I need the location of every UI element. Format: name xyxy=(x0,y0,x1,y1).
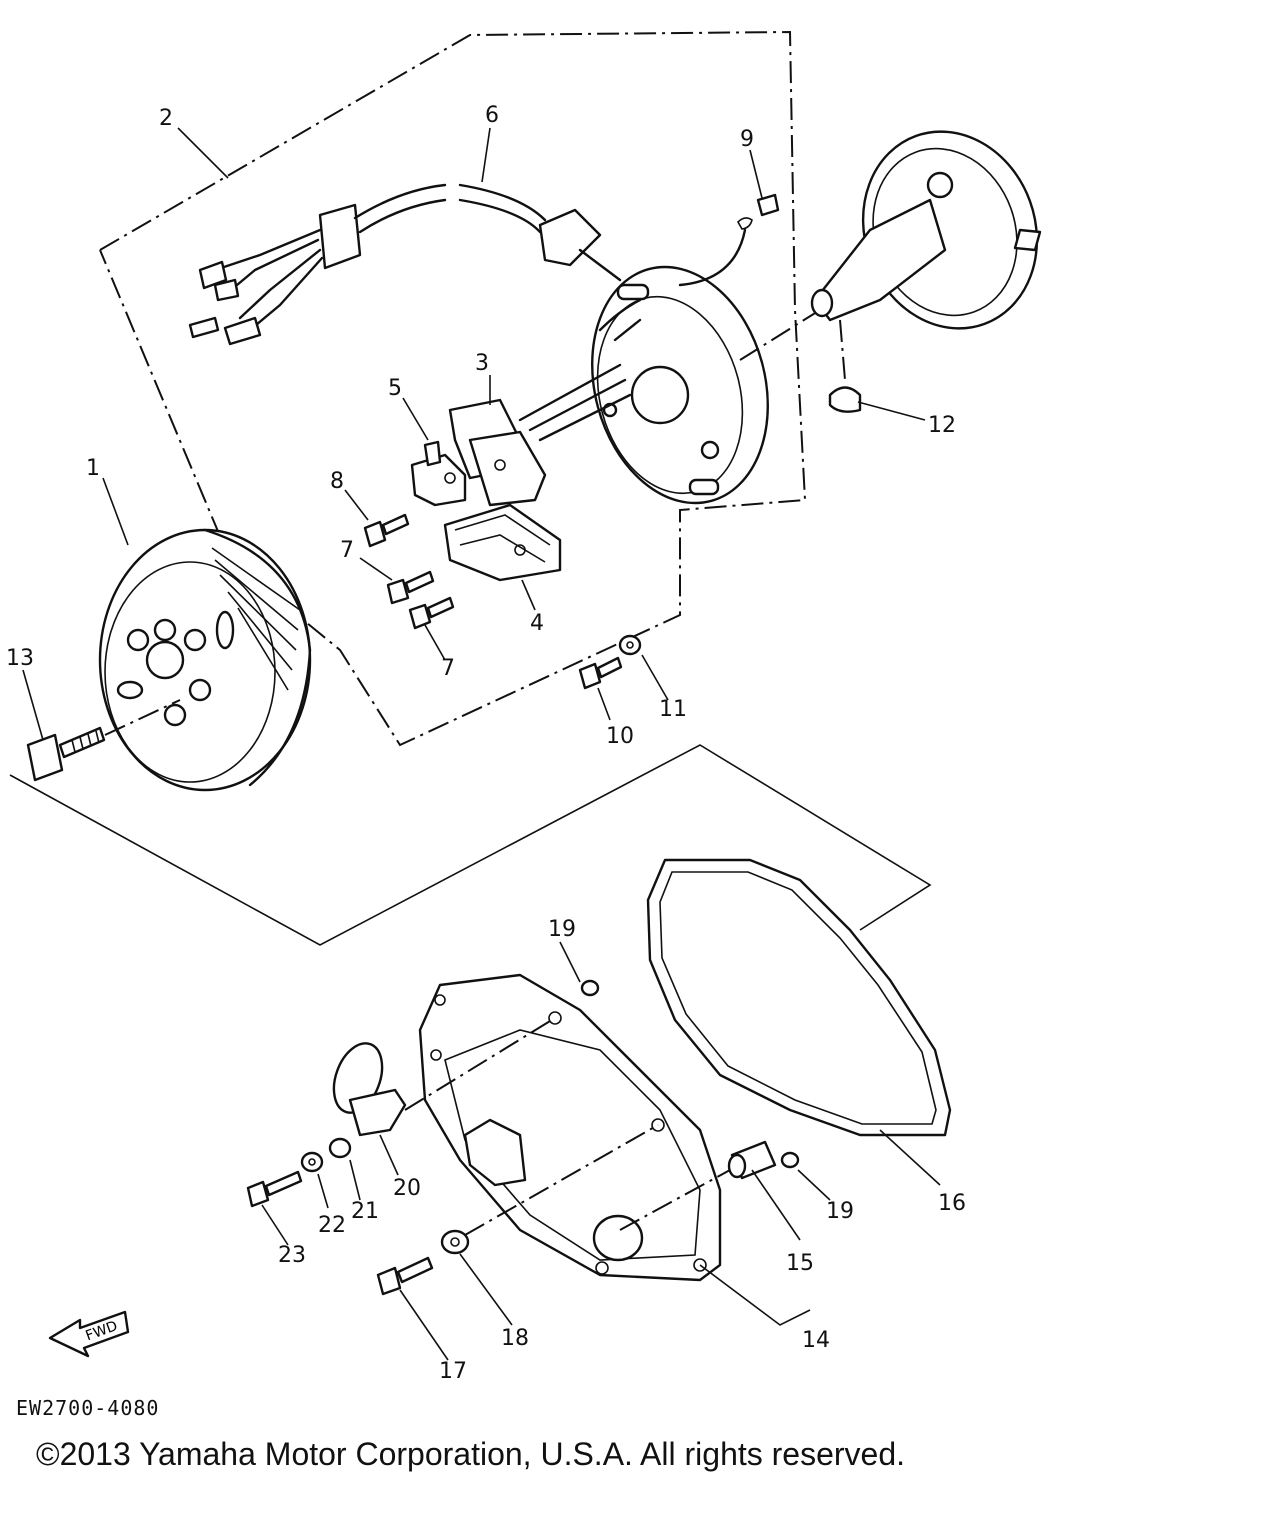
woodruff-key xyxy=(828,319,862,413)
callout-7a: 7 xyxy=(340,538,354,563)
cover-bolt-17 xyxy=(376,1256,434,1296)
stator-screw-7b xyxy=(408,596,455,630)
diagram-code: EW2700-4080 xyxy=(16,1396,160,1420)
callout-5: 5 xyxy=(388,376,402,401)
flywheel-rotor xyxy=(98,528,312,792)
stator-base-plate xyxy=(591,265,821,505)
ground-screw xyxy=(678,193,780,287)
plate-bolt xyxy=(578,656,623,690)
dash-clamp-to-cover xyxy=(404,1017,556,1111)
collar-21 xyxy=(328,1137,352,1159)
flywheel-bolt xyxy=(26,699,181,782)
callout-19b: 19 xyxy=(826,1199,854,1224)
callout-23: 23 xyxy=(278,1243,306,1268)
washer-22 xyxy=(300,1151,324,1173)
callout-4: 4 xyxy=(530,611,544,636)
washer-18 xyxy=(440,1229,470,1255)
dowel-collar-15 xyxy=(727,1140,777,1180)
callout-22: 22 xyxy=(318,1213,346,1238)
crankshaft-housing xyxy=(810,130,1042,330)
plate-washer xyxy=(618,634,642,656)
copyright-notice: ©2013 Yamaha Motor Corporation, U.S.A. A… xyxy=(36,1436,906,1472)
leader-lines xyxy=(22,127,941,1361)
callout-15: 15 xyxy=(786,1251,814,1276)
callout-13: 13 xyxy=(6,646,34,671)
callout-16: 16 xyxy=(938,1191,966,1216)
callout-21: 21 xyxy=(351,1199,379,1224)
callout-6: 6 xyxy=(485,103,499,128)
callout-labels: 1 2 3 4 5 6 7 7 8 9 10 11 12 13 14 15 16… xyxy=(6,103,966,1384)
stator-screw-7a xyxy=(386,570,435,605)
bolt-23 xyxy=(246,1170,303,1208)
pickup-coil xyxy=(448,398,547,507)
crankcase-cover xyxy=(418,973,722,1282)
callout-12: 12 xyxy=(928,413,956,438)
callout-10: 10 xyxy=(606,724,634,749)
callout-8: 8 xyxy=(330,469,344,494)
callout-18: 18 xyxy=(501,1326,529,1351)
cover-assembly-outline xyxy=(9,744,932,946)
callout-20: 20 xyxy=(393,1176,421,1201)
callout-17: 17 xyxy=(439,1359,467,1384)
stator-screw-8 xyxy=(363,513,410,548)
dash-washer-to-cover xyxy=(464,1124,659,1236)
callout-11: 11 xyxy=(659,697,687,722)
callout-3: 3 xyxy=(475,351,489,376)
callout-9: 9 xyxy=(740,127,754,152)
callout-7b: 7 xyxy=(441,656,455,681)
callout-14: 14 xyxy=(802,1328,830,1353)
callout-19a: 19 xyxy=(548,917,576,942)
dowel-pin-19b xyxy=(780,1151,800,1169)
callout-1: 1 xyxy=(86,456,100,481)
cover-gasket xyxy=(646,858,952,1137)
fwd-arrow-icon: FWD xyxy=(48,1310,130,1358)
dash-collar-to-cover xyxy=(619,1169,731,1231)
charge-coil xyxy=(443,503,562,582)
sensor-bracket xyxy=(410,440,467,507)
wire-clamp xyxy=(332,1042,407,1137)
dowel-pin-19a xyxy=(580,979,600,997)
callout-2: 2 xyxy=(159,106,173,131)
stator-lead-harness xyxy=(188,183,642,442)
